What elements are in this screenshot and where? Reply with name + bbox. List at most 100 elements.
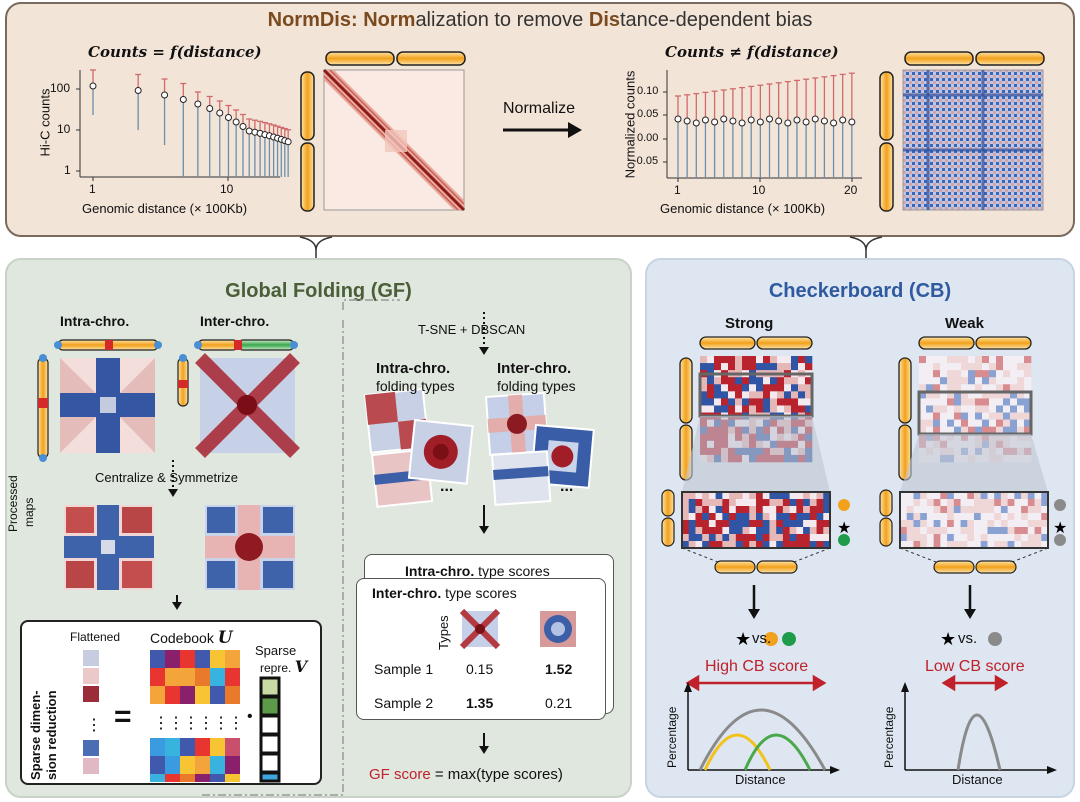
- cb-weak-vs: vs.: [958, 630, 978, 647]
- checker-cell: [702, 527, 710, 535]
- checker-cell: [700, 405, 708, 413]
- checker-cell: [762, 506, 770, 514]
- codebook-cell: [165, 774, 180, 782]
- checker-cell: [682, 520, 690, 528]
- checker-cell: [968, 370, 976, 378]
- checker-cell: [989, 412, 997, 420]
- checker-cell: [1021, 527, 1029, 535]
- checker-cell: [682, 527, 690, 535]
- left-ytick-1: 1: [64, 163, 71, 177]
- checker-cell: [1003, 384, 1011, 392]
- checker-cell: [1024, 363, 1032, 371]
- codebook-cell: [150, 668, 165, 686]
- checker-cell: [756, 384, 764, 392]
- checker-cell: [721, 398, 729, 406]
- checker-cell: [682, 499, 690, 507]
- checker-cell: [702, 499, 710, 507]
- checker-cell: [926, 426, 934, 435]
- checker-cell: [784, 356, 792, 364]
- checker-cell: [919, 370, 927, 378]
- checker-cell: [769, 499, 777, 507]
- checker-cell: [906, 520, 914, 528]
- checker-cell: [933, 527, 941, 535]
- checker-cell: [798, 398, 806, 406]
- checker-cell: [789, 534, 797, 542]
- checker-cell: [777, 398, 785, 406]
- checker-cell: [940, 541, 948, 549]
- checker-cell: [715, 513, 723, 521]
- title-suffix: tance-dependent bias: [620, 9, 813, 31]
- checker-cell: [695, 492, 703, 500]
- checker-cell: [682, 513, 690, 521]
- checker-cell: [940, 356, 948, 364]
- checker-cell: [961, 412, 969, 420]
- checker-cell: [933, 363, 941, 371]
- intra-ellipsis: ...: [440, 478, 454, 495]
- inter-folding-type-maps: [484, 391, 595, 506]
- checker-cell: [714, 377, 722, 385]
- cb-high-score: High CB score: [705, 658, 809, 675]
- checker-cell: [762, 513, 770, 521]
- checker-cell: [749, 541, 757, 549]
- checker-cell: [940, 412, 948, 420]
- left-point: [232, 118, 240, 126]
- checker-cell: [1010, 412, 1018, 420]
- checker-cell: [682, 534, 690, 542]
- checker-cell: [953, 506, 961, 514]
- checker-cell: [926, 527, 934, 535]
- right-point: [692, 119, 700, 127]
- checker-cell: [919, 384, 927, 392]
- codebook-cell: [165, 738, 180, 756]
- checker-cell: [940, 534, 948, 542]
- checker-cell: [688, 527, 696, 535]
- codebook-cell: [195, 650, 210, 668]
- type-icon-2: [540, 611, 576, 647]
- normalize-arrow: [503, 122, 582, 138]
- checker-cell: [735, 534, 743, 542]
- checker-cell: [735, 384, 743, 392]
- checker-cell: [1003, 405, 1011, 413]
- checker-cell: [708, 506, 716, 514]
- checker-cell: [763, 356, 771, 364]
- checker-cell: [1014, 513, 1022, 521]
- checker-cell: [763, 398, 771, 406]
- checker-cell: [735, 513, 743, 521]
- checker-cell: [749, 520, 757, 528]
- checker-cell: [994, 520, 1002, 528]
- checker-cell: [1010, 370, 1018, 378]
- checker-cell: [968, 398, 976, 406]
- checker-cell: [1000, 513, 1008, 521]
- checker-cell: [1014, 520, 1022, 528]
- checker-cell: [940, 419, 948, 427]
- checker-cell: [967, 492, 975, 500]
- checker-cell: [735, 363, 743, 371]
- cb-strong-zoom-cone: [682, 416, 830, 492]
- checker-cell: [700, 377, 708, 385]
- checker-cell: [803, 520, 811, 528]
- checker-cell: [989, 377, 997, 385]
- checker-cell: [947, 398, 955, 406]
- checker-cell: [933, 492, 941, 500]
- checker-cell: [803, 506, 811, 514]
- checker-cell: [742, 541, 750, 549]
- checker-cell: [776, 541, 784, 549]
- checker-cell: [1010, 419, 1018, 427]
- codebook-cell: [180, 738, 195, 756]
- checker-cell: [919, 412, 927, 420]
- gf-intra-map: [60, 358, 155, 453]
- checker-cell: [776, 499, 784, 507]
- left-point: [194, 100, 202, 108]
- checker-cell: [1034, 534, 1042, 542]
- checker-cell: [728, 384, 736, 392]
- sparse-text: repre.: [260, 661, 292, 675]
- checker-cell: [933, 384, 941, 392]
- checker-cell: [823, 513, 831, 521]
- checker-cell: [721, 391, 729, 399]
- codebook-cell: [165, 686, 180, 704]
- checker-cell: [1017, 384, 1025, 392]
- checker-cell: [816, 520, 824, 528]
- checker-cell: [791, 398, 799, 406]
- checker-cell: [749, 356, 757, 364]
- checker-cell: [947, 506, 955, 514]
- checker-cell: [702, 541, 710, 549]
